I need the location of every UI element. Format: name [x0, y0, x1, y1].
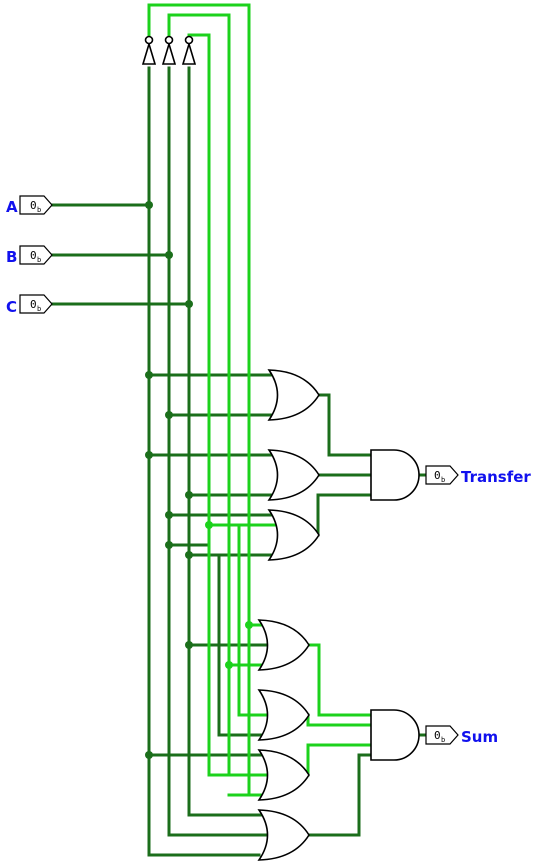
wires-light [147, 3, 373, 797]
or-gate-sum-3[interactable] [257, 749, 310, 801]
output-pin-transfer[interactable]: 0 b Transfer [425, 465, 531, 486]
output-value-transfer: 0 [434, 469, 441, 482]
output-base-transfer: b [441, 476, 445, 484]
output-pin-sum[interactable]: 0 b Sum [425, 725, 498, 746]
not-gate-a[interactable] [141, 35, 157, 65]
or-gate-sum-1[interactable] [257, 619, 310, 671]
input-pin-b[interactable]: B 0 b [6, 245, 53, 266]
or-gate-transfer-1[interactable] [267, 369, 320, 421]
input-label-c: C [6, 298, 17, 316]
input-label-a: A [6, 198, 18, 216]
output-value-sum: 0 [434, 729, 441, 742]
not-gate-c[interactable] [181, 35, 197, 65]
output-base-sum: b [441, 736, 445, 744]
and-gate-sum[interactable] [370, 709, 420, 761]
input-value-b: 0 [30, 249, 37, 262]
output-label-transfer: Transfer [461, 468, 531, 486]
input-pin-c[interactable]: C 0 b [6, 294, 53, 316]
input-base-a: b [37, 206, 41, 214]
input-pin-a[interactable]: A 0 b [6, 195, 53, 216]
or-gate-sum-4[interactable] [257, 809, 310, 861]
input-value-a: 0 [30, 199, 37, 212]
junction-dots [145, 201, 253, 759]
or-gate-transfer-3[interactable] [267, 509, 320, 561]
input-base-b: b [37, 256, 41, 264]
wires-dark [50, 66, 428, 857]
not-gate-b[interactable] [161, 35, 177, 65]
or-gate-transfer-2[interactable] [267, 449, 320, 501]
output-label-sum: Sum [461, 728, 498, 746]
input-label-b: B [6, 248, 17, 266]
and-gate-transfer[interactable] [370, 449, 420, 501]
input-base-c: b [37, 305, 41, 313]
input-value-c: 0 [30, 298, 37, 311]
or-gate-sum-2[interactable] [257, 689, 310, 741]
